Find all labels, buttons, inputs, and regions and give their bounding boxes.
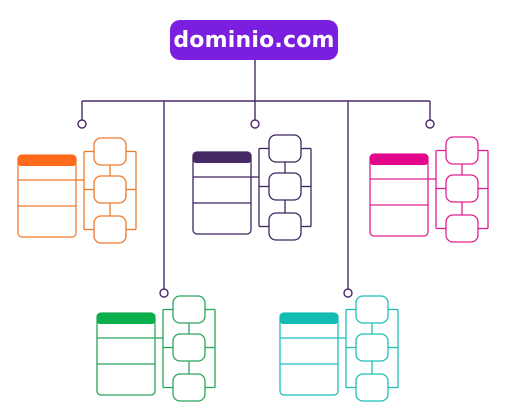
cluster-purple-subpage-3 xyxy=(268,212,302,241)
cluster-green-subpage-1 xyxy=(172,295,206,324)
cluster-purple-subpage-2 xyxy=(268,172,302,201)
cluster-purple-subpage-1 xyxy=(268,134,302,163)
cluster-green-subpage-2 xyxy=(172,333,206,362)
cluster-teal-subpage-3 xyxy=(355,373,389,402)
cluster-magenta-subpage-1 xyxy=(445,136,479,165)
connector-node-green xyxy=(159,288,169,298)
cluster-magenta-page-card xyxy=(369,153,429,237)
cluster-orange-page-header xyxy=(18,155,76,166)
cluster-teal-page-card xyxy=(279,312,339,396)
cluster-magenta-subpage-3 xyxy=(445,214,479,243)
connector-node-purple xyxy=(250,119,260,129)
cluster-teal-subpage-1 xyxy=(355,295,389,324)
cluster-orange-subpage-3 xyxy=(93,215,127,244)
connector-node-orange xyxy=(77,119,87,129)
cluster-green-page-header xyxy=(97,313,155,324)
cluster-magenta-page-header xyxy=(370,154,428,165)
cluster-teal-subpage-2 xyxy=(355,333,389,362)
connector-node-teal xyxy=(343,288,353,298)
cluster-magenta-subpage-2 xyxy=(445,174,479,203)
root-domain-label: dominio.com xyxy=(173,27,335,53)
cluster-green-page-card xyxy=(96,312,156,396)
cluster-orange-subpage-2 xyxy=(93,175,127,204)
cluster-teal-page-header xyxy=(280,313,338,324)
cluster-orange-subpage-1 xyxy=(93,137,127,166)
root-domain-node[interactable]: dominio.com xyxy=(170,20,338,60)
cluster-green-subpage-3 xyxy=(172,373,206,402)
cluster-purple-page-card xyxy=(192,151,252,235)
cluster-orange-page-card xyxy=(17,154,77,238)
cluster-purple-page-header xyxy=(193,152,251,163)
connector-node-magenta xyxy=(425,119,435,129)
